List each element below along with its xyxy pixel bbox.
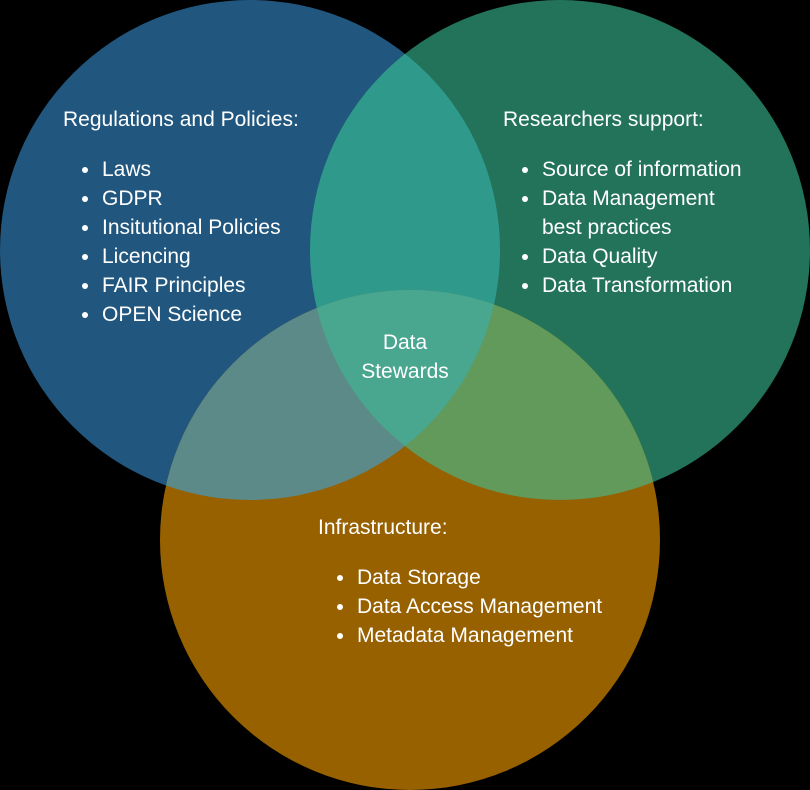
list-item: OPEN Science xyxy=(63,300,299,329)
list-item: Source of information xyxy=(503,155,742,184)
list-item: Data Management xyxy=(503,184,742,213)
infrastructure-heading: Infrastructure: xyxy=(318,516,448,539)
list-item: Data Transformation xyxy=(503,271,742,300)
list-item: Metadata Management xyxy=(318,621,602,650)
regulations-block: Regulations and Policies: Laws GDPR Insi… xyxy=(63,105,299,329)
list-item: Data Quality xyxy=(503,242,742,271)
infrastructure-list: Data Storage Data Access Management Meta… xyxy=(318,563,602,650)
researchers-list: Source of information Data Management be… xyxy=(503,155,742,300)
researchers-block: Researchers support: Source of informati… xyxy=(503,105,742,300)
list-item: FAIR Principles xyxy=(63,271,299,300)
researchers-infrastructure-overlap xyxy=(310,290,660,500)
regulations-heading: Regulations and Policies: xyxy=(63,108,299,131)
researchers-heading: Researchers support: xyxy=(503,108,704,131)
center-label-line-2: Stewards xyxy=(361,360,449,383)
list-item: GDPR xyxy=(63,184,299,213)
list-item: Licencing xyxy=(63,242,299,271)
list-item: Data Access Management xyxy=(318,592,602,621)
data-stewards-label: Data Stewards xyxy=(335,328,475,386)
list-item-continuation: best practices xyxy=(542,216,672,239)
list-item: Data Storage xyxy=(318,563,602,592)
regulations-list: Laws GDPR Insitutional Policies Licencin… xyxy=(63,155,299,329)
list-item: Laws xyxy=(63,155,299,184)
infrastructure-block: Infrastructure: Data Storage Data Access… xyxy=(318,513,602,650)
list-item: Insitutional Policies xyxy=(63,213,299,242)
center-label-line-1: Data xyxy=(382,331,428,354)
regulations-infrastructure-overlap xyxy=(160,290,500,500)
